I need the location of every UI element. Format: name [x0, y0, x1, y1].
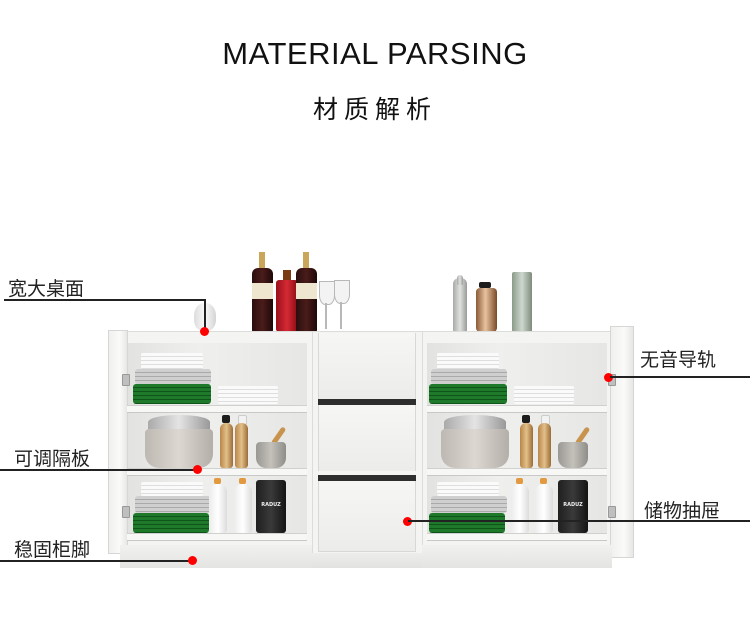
- green-plate-stack: [429, 513, 505, 533]
- page-title-english: MATERIAL PARSING: [222, 36, 528, 71]
- left-shelf-adjustable: [127, 468, 307, 476]
- black-canister: [256, 480, 286, 533]
- wine-glass: [334, 280, 350, 304]
- wine-label: [296, 283, 317, 299]
- left-cabinet-door[interactable]: [108, 330, 128, 554]
- marker-dot: [188, 556, 197, 565]
- wine-glass: [319, 281, 335, 305]
- black-canister: [558, 480, 588, 533]
- center-plinth: [312, 553, 422, 568]
- right-shelf-bottom: [427, 533, 607, 541]
- cooking-pot: [441, 429, 509, 468]
- marker-dot: [403, 517, 412, 526]
- white-bottle: [209, 484, 227, 533]
- drawer-divider: [318, 399, 416, 405]
- wine-bottle-foil: [303, 252, 309, 268]
- milk-bottle-cap: [516, 478, 523, 484]
- oil-bottle-cap: [522, 415, 530, 423]
- pot-lid: [148, 415, 210, 429]
- marker-dot: [604, 373, 613, 382]
- white-bottle: [535, 484, 553, 533]
- green-plate-stack: [133, 513, 209, 533]
- cooking-pot: [145, 429, 213, 468]
- drawer-middle[interactable]: [318, 405, 416, 471]
- mortar: [256, 442, 286, 468]
- oil-bottle: [220, 423, 233, 468]
- leader-line: [408, 520, 750, 522]
- wine-glass-stem: [340, 302, 342, 329]
- drawer-top[interactable]: [318, 333, 416, 399]
- leader-line: [0, 469, 198, 471]
- right-shelf-adjustable: [427, 468, 607, 476]
- glass-vase: [512, 272, 532, 332]
- mortar: [558, 442, 588, 468]
- canister-label: RADUZ: [563, 502, 583, 508]
- hinge-icon: [122, 374, 130, 386]
- green-plate-stack: [429, 384, 507, 404]
- oil-bottle: [235, 423, 248, 468]
- oil-bottle: [520, 423, 533, 468]
- gray-bowl-stack: [431, 369, 507, 384]
- page-title-chinese: 材质解析: [312, 95, 437, 124]
- wine-bottle: [296, 268, 317, 332]
- right-cabinet-door[interactable]: [610, 326, 634, 558]
- wine-bottle-foil: [259, 252, 265, 268]
- callout-label: 可调隔板: [14, 448, 91, 470]
- callout-label: 无音导轨: [640, 349, 717, 371]
- callout-label: 宽大桌面: [8, 278, 85, 300]
- oil-bottle-cap: [222, 415, 230, 423]
- liquor-bottle-neck: [283, 270, 291, 280]
- drawer-divider: [318, 475, 416, 481]
- right-shelf: [427, 405, 607, 413]
- marker-dot: [193, 465, 202, 474]
- gray-bowl-stack: [135, 496, 211, 513]
- leader-line: [204, 299, 206, 329]
- gray-bowl-stack: [431, 496, 507, 513]
- canister-label: RADUZ: [261, 502, 281, 508]
- copper-bottle: [476, 288, 497, 332]
- white-plate-stack: [141, 353, 203, 369]
- left-shelf: [127, 405, 307, 413]
- left-shelf-bottom: [127, 533, 307, 541]
- wine-label: [252, 283, 273, 299]
- white-plate-stack: [437, 482, 499, 496]
- pot-lid: [444, 415, 506, 429]
- glass-bottle-neck: [457, 275, 463, 285]
- white-bowl-stack: [514, 386, 574, 404]
- marker-dot: [200, 327, 209, 336]
- wine-glass-stem: [325, 303, 327, 329]
- white-bowl-stack: [218, 386, 278, 404]
- liquor-bottle: [276, 280, 298, 332]
- milk-bottle-cap: [214, 478, 221, 484]
- copper-bottle-cap: [479, 282, 491, 288]
- left-cabinet-plinth: [120, 545, 312, 568]
- right-cabinet-plinth: [422, 545, 612, 568]
- leader-line: [0, 560, 190, 562]
- wine-bottle: [252, 268, 273, 332]
- milk-bottle-cap: [540, 478, 547, 484]
- white-plate-stack: [141, 482, 203, 496]
- white-bottle: [511, 484, 529, 533]
- white-bottle: [234, 484, 252, 533]
- milk-bottle-cap: [239, 478, 246, 484]
- glass-bottle: [453, 278, 467, 332]
- callout-label: 稳固柜脚: [14, 539, 91, 561]
- gray-bowl-stack: [135, 369, 211, 384]
- leader-line: [4, 299, 206, 301]
- white-plate-stack: [437, 353, 499, 369]
- hinge-icon: [608, 506, 616, 518]
- callout-label: 储物抽屉: [644, 500, 721, 522]
- green-plate-stack: [133, 384, 211, 404]
- leader-line: [610, 376, 750, 378]
- drawer-bottom[interactable]: [318, 481, 416, 552]
- oil-bottle: [538, 423, 551, 468]
- hinge-icon: [122, 506, 130, 518]
